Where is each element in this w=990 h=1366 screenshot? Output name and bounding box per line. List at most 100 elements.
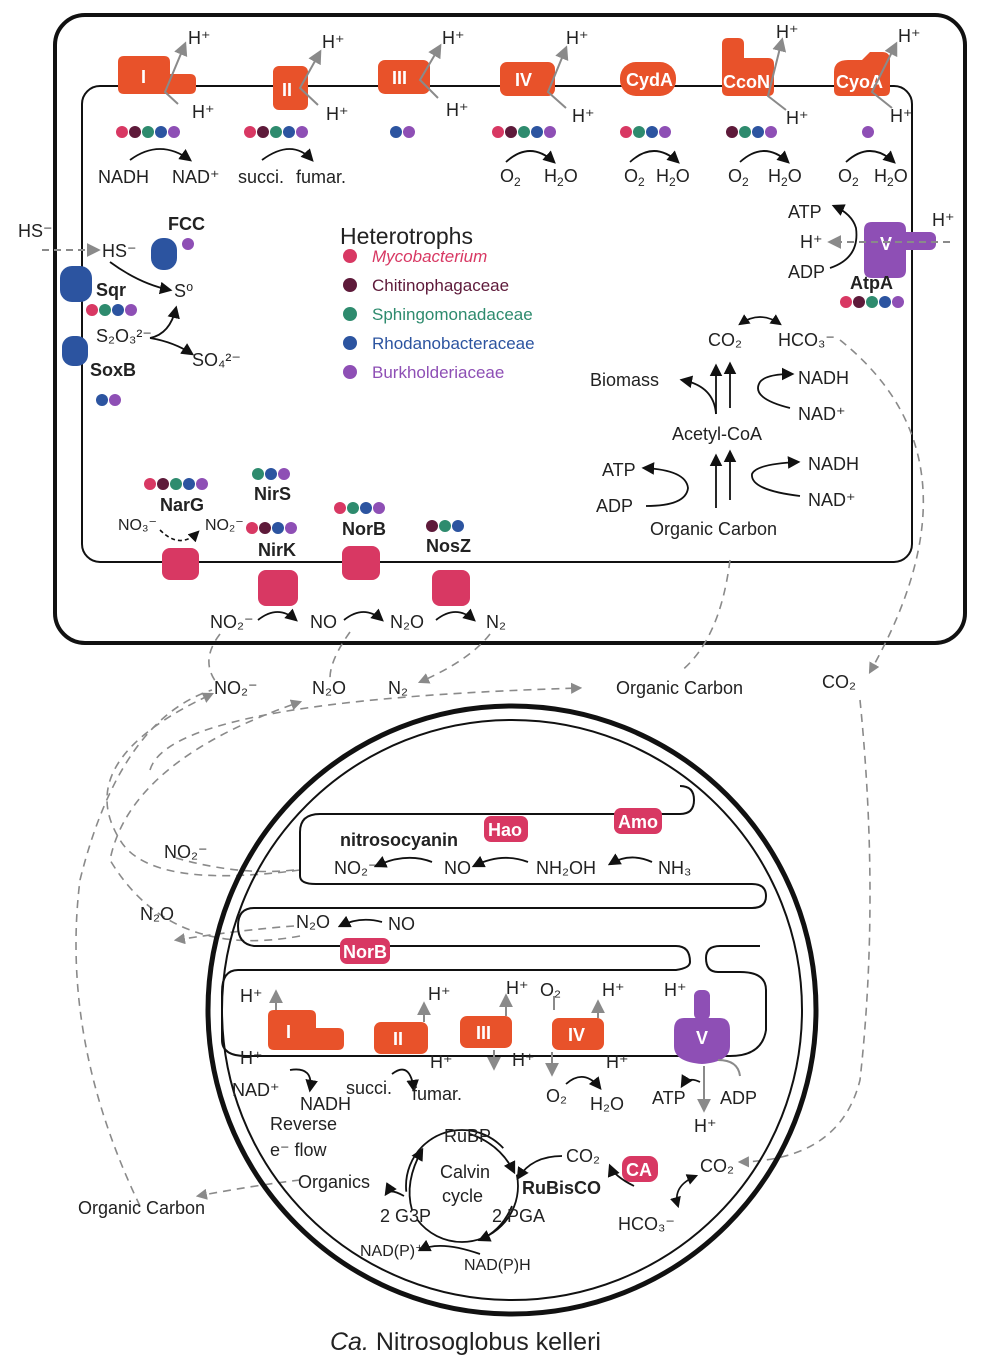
nadh-label: NADH [300, 1094, 351, 1114]
taxon-dot [403, 126, 415, 138]
legend-swatch [343, 249, 357, 263]
o2-label: O2 [728, 166, 749, 189]
hydroxylamine-label: NH₂OH [536, 858, 596, 878]
n2o-label: N₂O [390, 612, 424, 632]
adp-label: ADP [596, 496, 633, 516]
o2-label: O2 [838, 166, 859, 189]
taxon-dot [86, 304, 98, 316]
calvin-cycle-label: cycle [442, 1186, 483, 1206]
taxon-dot [109, 394, 121, 406]
heterotroph-reactions: NADH NAD⁺ succi. fumar. O2 H2O O2 H2O O2… [98, 148, 908, 189]
nitrate-label: NO₃⁻ [118, 517, 157, 534]
atp-label: ATP [602, 460, 636, 480]
proton-label: H⁺ [694, 1116, 717, 1136]
no-label: NO [388, 914, 415, 934]
proton-label: H⁺ [430, 1052, 453, 1072]
nadh-label: NADH [808, 454, 859, 474]
taxon-dot [373, 502, 385, 514]
taxon-dot [739, 126, 751, 138]
proton-label: H⁺ [932, 210, 955, 230]
proton-label: H⁺ [442, 28, 465, 48]
co2-label: CO₂ [708, 330, 742, 350]
nosz-enzyme [432, 570, 470, 606]
complex-iii-label: III [476, 1023, 491, 1043]
taxon-dot [862, 126, 874, 138]
taxon-dot [183, 478, 195, 490]
taxon-dot [646, 126, 658, 138]
proton-label: H⁺ [240, 986, 263, 1006]
atp-synthase-v-label: V [696, 1028, 708, 1048]
complex-iv-label: IV [568, 1025, 585, 1045]
fumarate-label: fumar. [412, 1084, 462, 1104]
nitrite-label: NO₂⁻ [210, 612, 254, 632]
taxon-dot [278, 468, 290, 480]
complex-i [268, 1010, 344, 1050]
archaeon-complexes: I II III IV V [268, 990, 730, 1064]
taxon-dot [531, 126, 543, 138]
nad-label: NAD⁺ [798, 404, 846, 424]
heterotroph-complexes: I II III IV CydA CcoN CyoA [118, 38, 890, 110]
nadph-label: NAD(P)H [464, 1257, 531, 1274]
reverse-electron-flow-label: Reverse [270, 1114, 337, 1134]
n2o-label: N₂O [140, 904, 174, 924]
organic-carbon-label: Organic Carbon [650, 519, 777, 539]
proton-label: H⁺ [506, 978, 529, 998]
nitrite-label: NO₂⁻ [334, 858, 378, 878]
hao-enzyme [484, 816, 528, 842]
taxon-dot [116, 126, 128, 138]
proton-label: H⁺ [898, 26, 921, 46]
complex-cyda-label: CydA [626, 70, 673, 90]
complex-cyda [620, 62, 676, 96]
complex-iv-label: IV [515, 70, 532, 90]
pga-label: 2 PGA [492, 1206, 545, 1226]
hao-label: Hao [488, 820, 522, 840]
narg-label: NarG [160, 495, 204, 515]
atp-synthase-v [864, 222, 906, 278]
nosz-label: NosZ [426, 536, 471, 556]
exchange-labels: NO₂⁻ N₂O N₂ Organic Carbon CO₂ [214, 672, 856, 698]
archaeon-exchange-labels: NO₂⁻ N₂O Organic Carbon [78, 842, 208, 1218]
taxon-dot [259, 522, 271, 534]
exchange-arrows [75, 339, 925, 1207]
fcc-enzyme [151, 238, 177, 270]
amo-enzyme [614, 808, 662, 834]
taxon-dot [270, 126, 282, 138]
proton-label: H⁺ [606, 1052, 629, 1072]
nadh-label: NADH [98, 167, 149, 187]
bicarbonate-label: HCO₃⁻ [778, 330, 835, 350]
o2-h2o-group: O2 H2O [500, 150, 578, 189]
legend-item: Rhodanobacteraceae [372, 334, 535, 353]
o2-h2o-group: O2 H2O [838, 150, 908, 189]
heterotroph-protons: H⁺ H⁺ H⁺ H⁺ H⁺ H⁺ H⁺ H⁺ H⁺ H⁺ H⁺ H⁺ [188, 22, 921, 128]
amo-label: Amo [618, 812, 658, 832]
heterotroph-denitrification: NarG NirS NirK NorB NosZ NO₃⁻ NO₂⁻ NO₂⁻ … [118, 484, 506, 632]
proton-label: H⁺ [240, 1048, 263, 1068]
proton-label: H⁺ [800, 232, 823, 252]
taxon-dot [257, 126, 269, 138]
taxon-dot [272, 522, 284, 534]
proton-label: H⁺ [602, 980, 625, 1000]
taxon-dot [168, 126, 180, 138]
nitrite-label: NO₂⁻ [164, 842, 208, 862]
proton-label: H⁺ [322, 32, 345, 52]
legend-swatch [343, 278, 357, 292]
organic-carbon-label: Organic Carbon [78, 1198, 205, 1218]
taxon-dot [334, 502, 346, 514]
taxon-dot [390, 126, 402, 138]
taxon-dot [452, 520, 464, 532]
adp-label: ADP [720, 1088, 757, 1108]
complex-iii [460, 1016, 512, 1048]
rubp-label: RuBP [444, 1126, 491, 1146]
complex-iii-label: III [392, 68, 407, 88]
complex-i [118, 56, 196, 94]
legend: Heterotrophs MycobacteriumChitinophagace… [340, 223, 535, 382]
calvin-cycle-label: Calvin [440, 1162, 490, 1182]
h2o-label: H2O [874, 166, 908, 189]
proton-label: H⁺ [786, 108, 809, 128]
nirk-label: NirK [258, 540, 296, 560]
taxon-dot [144, 478, 156, 490]
organics-label: Organics [298, 1172, 370, 1192]
proton-label: H⁺ [188, 28, 211, 48]
taxa-dots [86, 126, 904, 534]
o2-h2o-group: O2 H2O [624, 150, 690, 189]
